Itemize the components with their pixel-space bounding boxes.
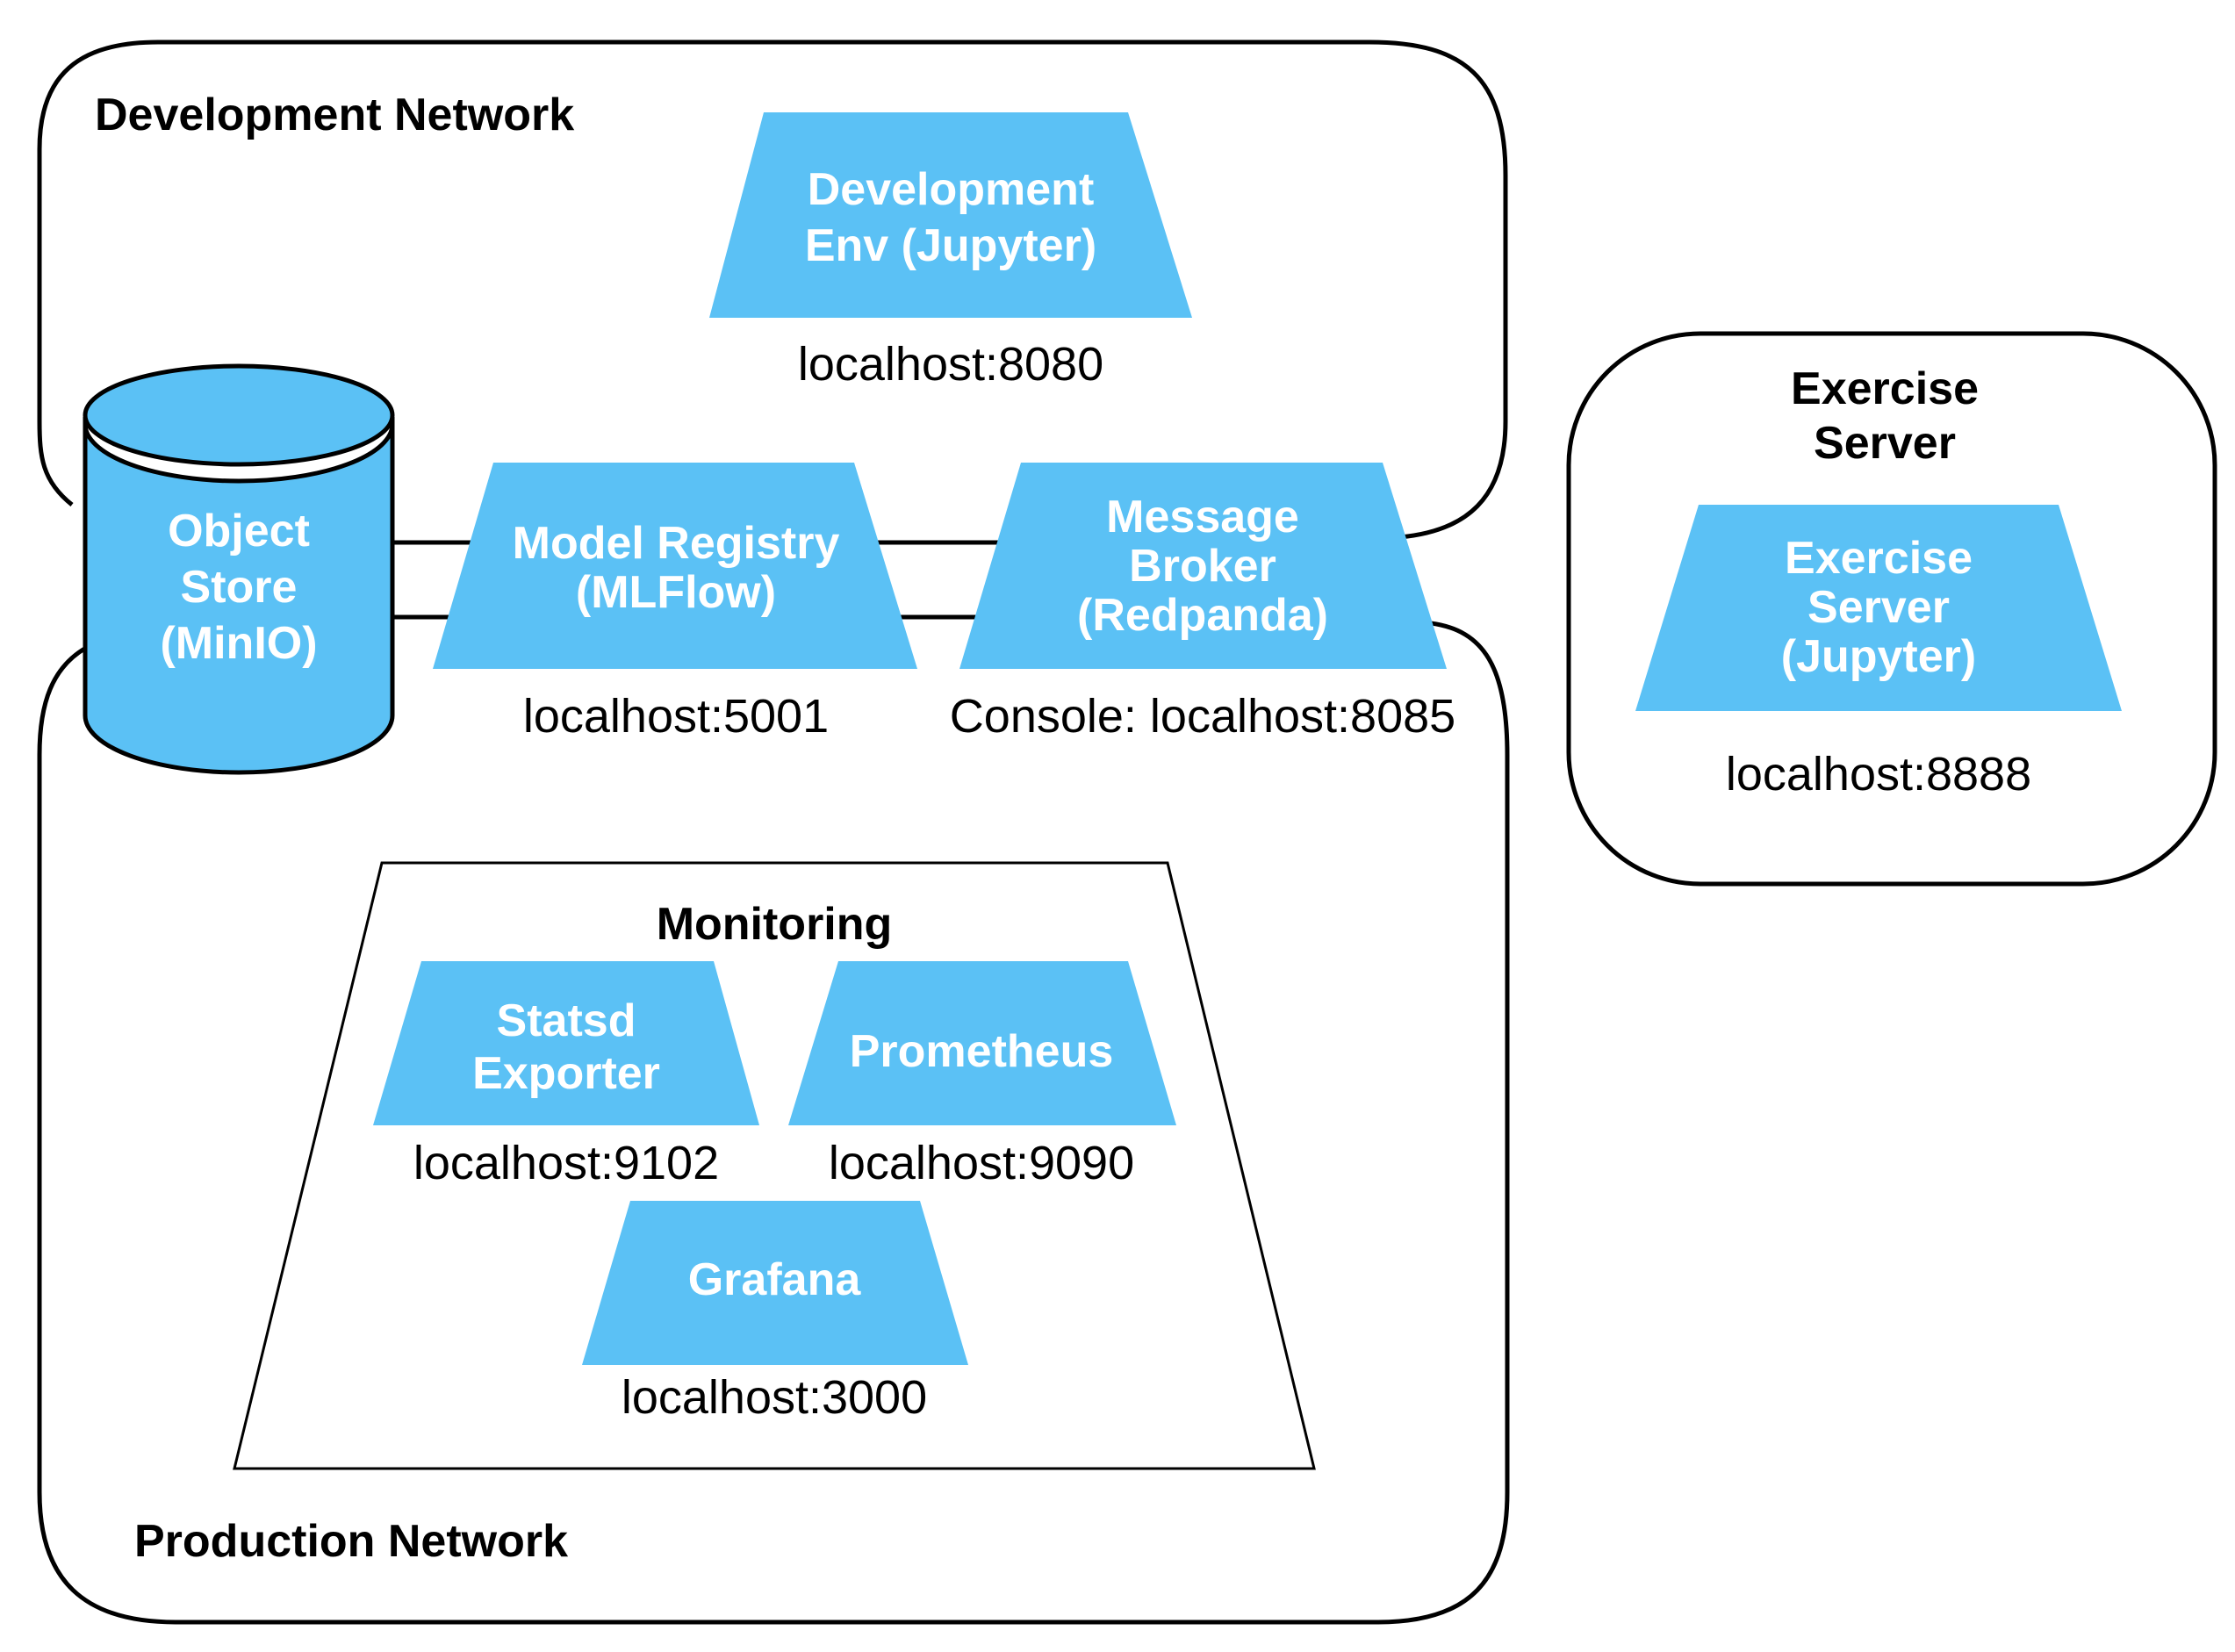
message-broker-label-line2: Broker bbox=[1129, 541, 1276, 592]
object-store-cylinder-top bbox=[83, 363, 395, 467]
exercise-server-label-line2: Server bbox=[1807, 582, 1950, 633]
model-registry-node bbox=[433, 463, 917, 669]
monitoring-group-boundary bbox=[233, 861, 1316, 1470]
message-broker-address: Console: localhost:8085 bbox=[950, 690, 1455, 743]
development-env-label-line1: Development bbox=[808, 164, 1095, 215]
object-store-cylinder-body bbox=[83, 417, 395, 775]
statsd-exporter-label-line2: Exporter bbox=[472, 1048, 660, 1099]
model-registry-label-line2: (MLFlow) bbox=[576, 567, 776, 618]
development-env-address: localhost:8080 bbox=[798, 338, 1103, 391]
exercise-server-label-line3: (Jupyter) bbox=[1781, 631, 1976, 682]
development-network-boundary bbox=[37, 40, 1508, 540]
message-broker-node bbox=[959, 463, 1447, 669]
model-registry-label-line1: Model Registry bbox=[513, 518, 840, 569]
grafana-node bbox=[582, 1201, 968, 1365]
message-broker-label-line3: (Redpanda) bbox=[1077, 590, 1328, 641]
production-network-boundary bbox=[37, 621, 1510, 1625]
exercise-server-node bbox=[1635, 505, 2122, 711]
exercise-server-address: localhost:8888 bbox=[1726, 748, 2031, 801]
object-store-label-line1: Object bbox=[168, 506, 310, 557]
statsd-exporter-node bbox=[373, 961, 759, 1125]
development-env-label-line2: Env (Jupyter) bbox=[805, 220, 1096, 271]
statsd-exporter-label-line1: Statsd bbox=[497, 995, 636, 1046]
exercise-server-region-title-line1: Exercise bbox=[1791, 363, 1979, 414]
prometheus-address: localhost:9090 bbox=[829, 1137, 1134, 1189]
statsd-exporter-address: localhost:9102 bbox=[413, 1137, 719, 1189]
model-registry-address: localhost:5001 bbox=[523, 690, 829, 743]
object-store-label-line2: Store bbox=[181, 562, 298, 613]
monitoring-label: Monitoring bbox=[657, 899, 893, 950]
message-broker-label-line1: Message bbox=[1106, 492, 1299, 542]
development-env-node bbox=[709, 112, 1192, 318]
exercise-server-region-title-line2: Server bbox=[1814, 418, 1956, 469]
object-store-label-line3: (MinIO) bbox=[160, 618, 317, 669]
grafana-label: Grafana bbox=[688, 1254, 862, 1305]
development-network-label: Development Network bbox=[95, 90, 574, 140]
exercise-server-boundary bbox=[1566, 331, 2217, 887]
production-network-label: Production Network bbox=[134, 1516, 568, 1567]
grafana-address: localhost:3000 bbox=[622, 1371, 927, 1424]
prometheus-label: Prometheus bbox=[850, 1026, 1114, 1077]
prometheus-node bbox=[788, 961, 1176, 1125]
object-store-node bbox=[83, 363, 395, 775]
exercise-server-label-line1: Exercise bbox=[1785, 533, 1973, 584]
